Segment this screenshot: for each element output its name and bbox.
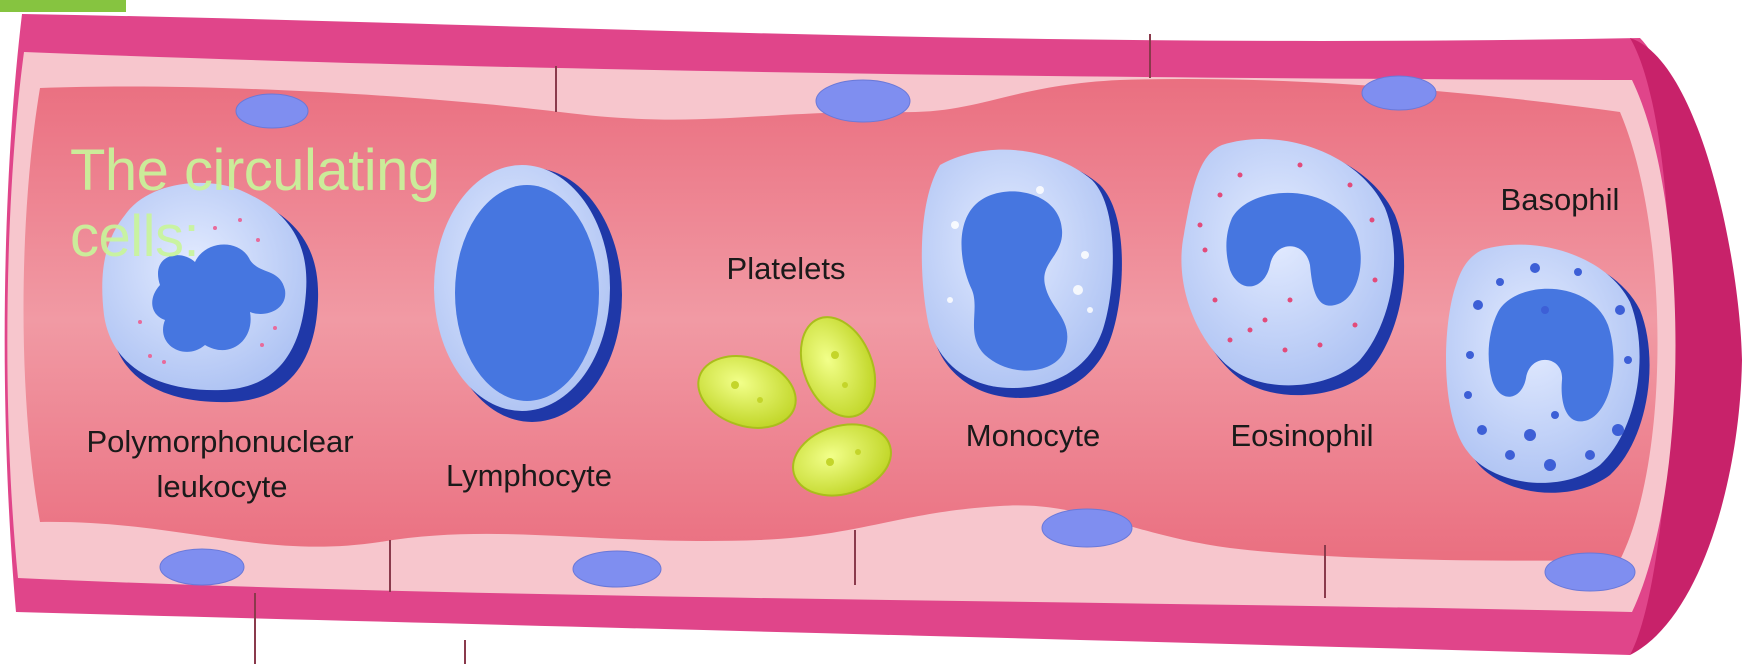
label-eosinophil: Eosinophil [1230,418,1373,453]
monocyte-cell [922,150,1122,398]
overlay-title: The circulating cells: [70,138,540,270]
label-pmn-line2: leukocyte [157,469,288,504]
label-monocyte: Monocyte [966,418,1100,453]
label-platelets: Platelets [727,251,846,286]
label-pmn: Polymorphonuclear [86,424,353,459]
label-basophil: Basophil [1501,182,1620,217]
label-lymphocyte: Lymphocyte [446,458,612,493]
